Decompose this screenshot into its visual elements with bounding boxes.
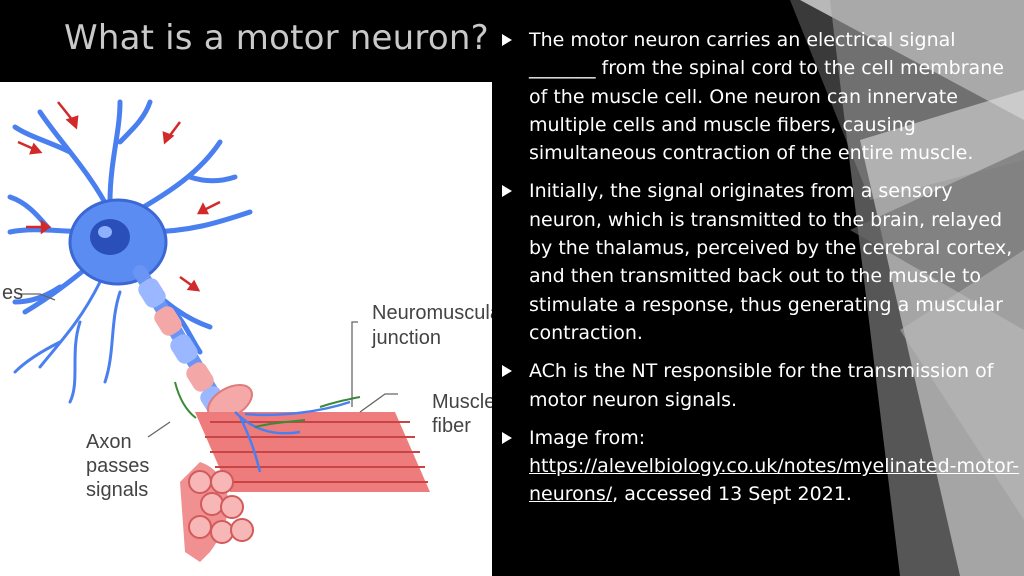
bullet-arrow-icon <box>502 431 512 444</box>
slide-title: What is a motor neuron? <box>64 18 489 58</box>
nucleus <box>90 219 130 255</box>
bullet-item: The motor neuron carries an electrical s… <box>498 26 1020 167</box>
bullet-arrow-icon <box>502 365 512 378</box>
bullet-item-source: Image from: https://alevelbiology.co.uk/… <box>498 424 1020 509</box>
label-muscle: Muscle <box>432 391 492 413</box>
bullet-text: The motor neuron carries an electrical s… <box>529 29 1004 165</box>
label-signals: signals <box>86 479 148 501</box>
neuron-diagram: es Neuromuscular junction Muscle fiber A… <box>2 99 492 562</box>
bullet-item: Initially, the signal originates from a … <box>498 177 1020 347</box>
bullet-item: ACh is the NT responsible for the transm… <box>498 357 1020 414</box>
bullet-text: ACh is the NT responsible for the transm… <box>529 360 994 411</box>
muscle-fiber-bundle <box>180 400 430 562</box>
label-junction: junction <box>371 327 441 349</box>
label-neuromuscular: Neuromuscular <box>372 302 492 324</box>
axon <box>133 265 253 429</box>
source-suffix: , accessed 13 Sept 2021. <box>612 483 852 506</box>
label-fiber: fiber <box>432 415 471 437</box>
bullet-arrow-icon <box>502 185 512 198</box>
bullet-list: The motor neuron carries an electrical s… <box>498 26 1020 519</box>
bullet-arrow-icon <box>502 34 512 46</box>
bullet-text: Initially, the signal originates from a … <box>529 180 1013 344</box>
label-passes: passes <box>86 455 149 477</box>
label-axon: Axon <box>86 431 132 453</box>
label-dendrites-partial: es <box>2 282 23 304</box>
motor-neuron-illustration: es Neuromuscular junction Muscle fiber A… <box>0 82 492 576</box>
source-link[interactable]: https://alevelbiology.co.uk/notes/myelin… <box>529 455 1020 506</box>
source-prefix: Image from: <box>529 426 646 449</box>
